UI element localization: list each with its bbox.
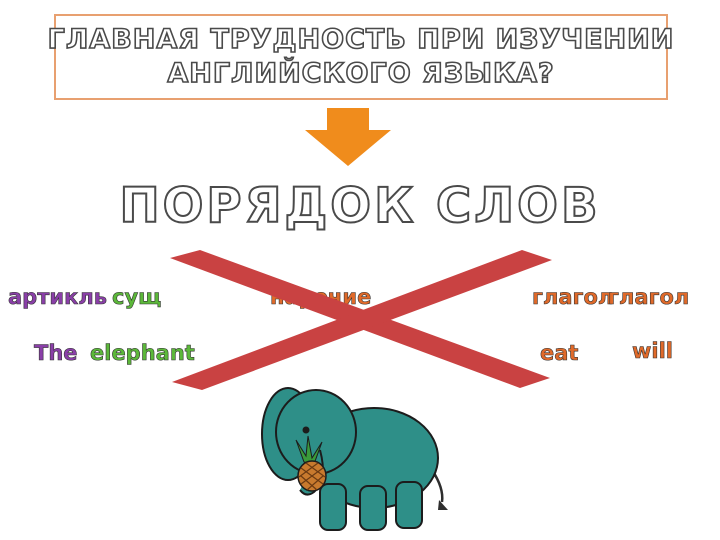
word-the: The [34,341,78,366]
elephant-illustration [261,387,448,531]
word-will: will [632,339,674,364]
pos-article: артикль [8,285,108,310]
pos-verb-2: глагол [608,285,690,310]
pos-verb-1: глагол [532,285,614,310]
word-elephant: elephant [90,341,195,366]
title-box: ГЛАВНАЯ ТРУДНОСТЬ ПРИ ИЗУЧЕНИИ АНГЛИЙСКО… [47,14,674,100]
title-line-1: ГЛАВНАЯ ТРУДНОСТЬ ПРИ ИЗУЧЕНИИ [47,23,675,56]
title-line-2: АНГЛИЙСКОГО ЯЗЫКА? [167,57,555,90]
subtitle-word-order: ПОРЯДОК СЛОВ [118,177,601,235]
cross-out-icon [170,250,552,390]
word-eat: eat [540,341,579,366]
pos-noun: сущ [112,285,162,310]
down-arrow-icon [305,108,391,166]
